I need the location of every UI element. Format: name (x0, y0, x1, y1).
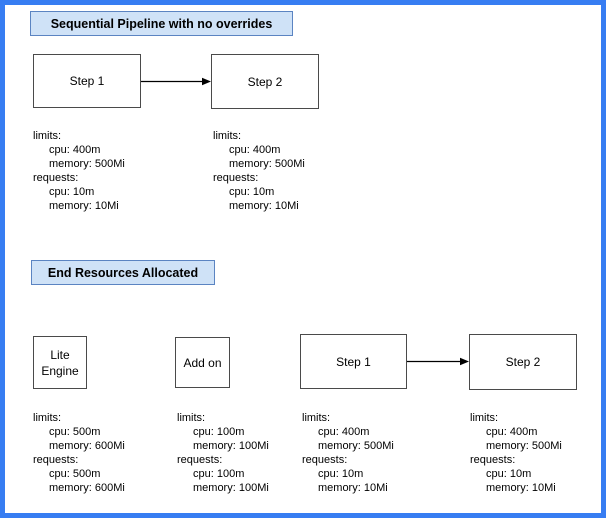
resource-line: cpu: 10m (49, 186, 95, 198)
section1-node-step1: Step 1 (33, 54, 141, 108)
section1-step2-label: Step 2 (247, 74, 283, 89)
resource-line: memory: 10Mi (229, 200, 299, 212)
arrow-step1-to-step2-bottom (407, 357, 469, 366)
section2-step1-label: Step 1 (336, 354, 371, 369)
section1-step2-resources: limits: cpu: 400m memory: 500Mi requests… (213, 129, 305, 213)
section2-title: End Resources Allocated (31, 260, 215, 285)
section2-node-step2: Step 2 (469, 334, 577, 390)
resource-line: memory: 500Mi (229, 158, 305, 170)
resource-line: cpu: 10m (229, 186, 275, 198)
resource-line: requests: (470, 454, 516, 466)
resource-line: limits: (33, 130, 62, 142)
resource-line: cpu: 400m (49, 144, 101, 156)
section2-step2-resources: limits: cpu: 400m memory: 500Mi requests… (470, 411, 562, 495)
resource-line: cpu: 10m (318, 468, 364, 480)
resource-line: cpu: 500m (49, 426, 101, 438)
resource-line: requests: (33, 172, 79, 184)
resource-line: memory: 600Mi (49, 440, 125, 452)
resource-line: cpu: 500m (49, 468, 101, 480)
lite-engine-resources: limits: cpu: 500m memory: 600Mi requests… (33, 411, 125, 495)
arrow-step1-to-step2 (141, 77, 211, 86)
resource-line: memory: 500Mi (318, 440, 394, 452)
resource-line: limits: (33, 412, 62, 424)
section1-step1-label: Step 1 (69, 74, 105, 88)
section1-node-step2: Step 2 (211, 54, 319, 109)
resource-line: limits: (177, 412, 206, 424)
add-on-label: Add on (183, 355, 222, 370)
section2-node-step1: Step 1 (300, 334, 407, 389)
resource-line: limits: (213, 130, 242, 142)
resource-line: cpu: 100m (193, 426, 245, 438)
resource-line: memory: 500Mi (486, 440, 562, 452)
resource-line: limits: (470, 412, 499, 424)
resource-line: memory: 100Mi (193, 482, 269, 494)
resource-line: cpu: 400m (318, 426, 370, 438)
section2-step2-label: Step 2 (505, 355, 541, 369)
lite-engine-label: Lite Engine (41, 347, 79, 378)
resource-line: memory: 10Mi (486, 482, 556, 494)
section1-step1-resources: limits: cpu: 400m memory: 500Mi requests… (33, 129, 125, 213)
resource-line: memory: 600Mi (49, 482, 125, 494)
section2-node-lite-engine: Lite Engine (33, 336, 87, 389)
resource-line: memory: 500Mi (49, 158, 125, 170)
resource-line: memory: 10Mi (49, 200, 119, 212)
resource-line: memory: 10Mi (318, 482, 388, 494)
section1-title: Sequential Pipeline with no overrides (30, 11, 293, 36)
resource-line: cpu: 100m (193, 468, 245, 480)
resource-line: requests: (302, 454, 348, 466)
section2-node-add-on: Add on (175, 337, 230, 388)
resource-line: memory: 100Mi (193, 440, 269, 452)
resource-line: requests: (177, 454, 223, 466)
section2-step1-resources: limits: cpu: 400m memory: 500Mi requests… (302, 411, 394, 495)
resource-line: requests: (33, 454, 79, 466)
resource-line: limits: (302, 412, 331, 424)
resource-line: cpu: 400m (486, 426, 538, 438)
resource-line: cpu: 400m (229, 144, 281, 156)
resource-line: requests: (213, 172, 259, 184)
resource-line: cpu: 10m (486, 468, 532, 480)
section1-title-label: Sequential Pipeline with no overrides (50, 16, 273, 31)
add-on-resources: limits: cpu: 100m memory: 100Mi requests… (177, 411, 269, 495)
section2-title-label: End Resources Allocated (47, 265, 199, 280)
